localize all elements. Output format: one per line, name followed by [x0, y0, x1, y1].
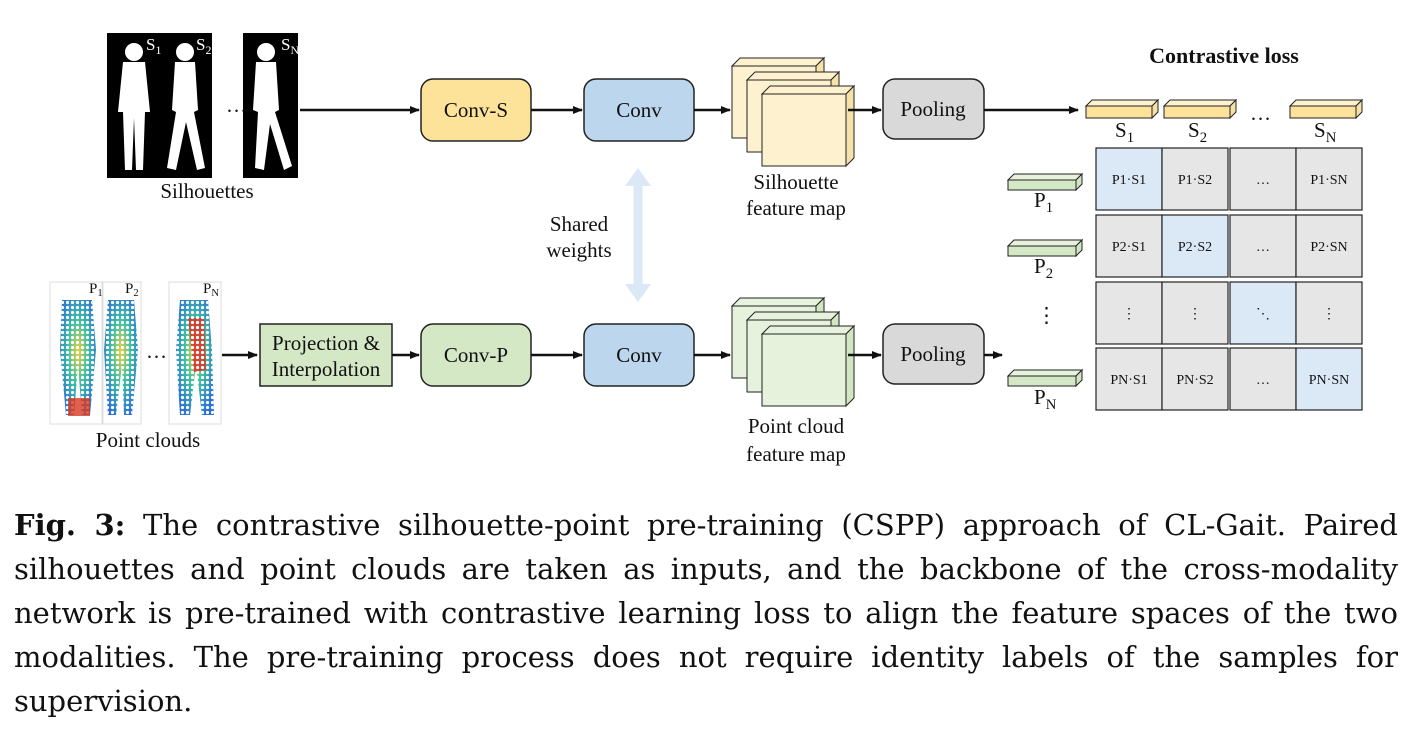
- matrix-cell: [1295, 281, 1363, 345]
- p-vector-n: [1006, 368, 1084, 388]
- matrix-cell: [1161, 214, 1229, 278]
- caption-text: The contrastive silhouette-point pre-tra…: [14, 508, 1398, 718]
- silhouette-ellipsis: …: [226, 93, 247, 117]
- caption-label: Fig. 3:: [14, 508, 126, 542]
- matrix-cell-label: P1·SN: [1310, 173, 1347, 188]
- matrix-cell: [1161, 147, 1229, 211]
- matrix-cell-label: ⋮: [1122, 307, 1136, 322]
- s-vector-1: [1084, 98, 1160, 120]
- matrix-cell-label: …: [1256, 173, 1270, 188]
- matrix-cell-label: PN·S2: [1176, 373, 1213, 388]
- point-cloud-ellipsis: …: [146, 339, 167, 363]
- silhouette-feature-map-label-1: Silhouette: [753, 170, 838, 194]
- matrix-cell: [1161, 347, 1229, 411]
- point-cloud-tag-2: P2: [125, 281, 139, 299]
- s-label-1: S1: [1115, 118, 1134, 146]
- contrastive-loss-title: Contrastive loss: [1149, 43, 1299, 68]
- matrix-cell-label: …: [1256, 373, 1270, 388]
- matrix-cell: [1229, 281, 1297, 345]
- p-vector-1: [1006, 172, 1084, 192]
- conv-p-label: Conv-P: [444, 343, 508, 367]
- pooling-label-top: Pooling: [900, 97, 966, 121]
- p-vectors-vdots: ⋮: [1036, 303, 1057, 327]
- conv-label-top: Conv: [616, 98, 662, 122]
- matrix-cell: [1095, 347, 1163, 411]
- matrix-cell-label: P2·S1: [1112, 240, 1146, 255]
- shared-weights-label-1: Shared: [550, 212, 609, 236]
- p-label-1: P1: [1034, 188, 1053, 216]
- point-cloud-feature-map-label-1: Point cloud: [748, 414, 845, 438]
- matrix-cell: [1095, 147, 1163, 211]
- s-vectors-ellipsis: …: [1250, 101, 1271, 125]
- point-cloud-tag-1: P1: [89, 281, 103, 299]
- matrix-cell: [1229, 147, 1297, 211]
- matrix-cell-label: P2·S2: [1178, 240, 1212, 255]
- point-cloud-feature-map-label-2: feature map: [746, 442, 846, 466]
- point-clouds-label: Point clouds: [96, 428, 200, 452]
- point-cloud-feature-map: [730, 296, 856, 408]
- matrix-cell: [1295, 214, 1363, 278]
- s-label-2: S2: [1188, 118, 1207, 146]
- p-label-2: P2: [1034, 254, 1053, 282]
- point-cloud-frame-n: [168, 281, 222, 425]
- point-cloud-tag-n: PN: [203, 281, 219, 299]
- matrix-cell: [1229, 214, 1297, 278]
- s-vector-2: [1162, 98, 1238, 120]
- silhouette-feature-map: [730, 56, 856, 168]
- matrix-cell: [1095, 281, 1163, 345]
- matrix-cell: [1161, 281, 1229, 345]
- silhouette-frame-2: [161, 33, 212, 178]
- silhouette-tag-n: SN: [281, 35, 299, 57]
- cspp-diagram: … S1 S2 SN Silhouettes … P1 P2 PN Point …: [49, 33, 1364, 466]
- matrix-cell: [1295, 347, 1363, 411]
- conv-s-label: Conv-S: [444, 98, 508, 122]
- shared-weights-label-2: weights: [546, 238, 611, 262]
- silhouette-frame-n: [243, 33, 298, 178]
- matrix-cell: [1095, 214, 1163, 278]
- conv-label-bottom: Conv: [616, 343, 662, 367]
- matrix-cell-label: ⋮: [1188, 307, 1202, 322]
- pooling-label-bottom: Pooling: [900, 342, 966, 366]
- p-vector-2: [1006, 238, 1084, 258]
- shared-weights-arrow: [625, 168, 651, 302]
- matrix-cell-label: ⋮: [1322, 307, 1336, 322]
- s-label-n: SN: [1314, 118, 1337, 146]
- point-cloud-frame-1: [49, 281, 103, 425]
- matrix-cell-label: …: [1256, 240, 1270, 255]
- matrix-cell-label: ⋱: [1256, 307, 1270, 322]
- matrix-cell-label: P1·S1: [1112, 173, 1146, 188]
- projection-label-1: Projection &: [272, 331, 380, 355]
- matrix-cell-label: P2·SN: [1310, 240, 1347, 255]
- silhouette-tag-1: S1: [146, 35, 161, 57]
- matrix-cell-label: PN·SN: [1309, 373, 1349, 388]
- silhouettes-label: Silhouettes: [160, 179, 253, 203]
- point-cloud-frame-2: [102, 281, 142, 425]
- similarity-matrix: P1·S1 P1·S2 … P1·SN P2·S1 P2·S2 … P2·SN ⋮ ⋮ ⋱ ⋮ PN·S…: [1095, 147, 1363, 411]
- figure-caption: Fig. 3: The contrastive silhouette-point…: [14, 503, 1398, 723]
- matrix-cell-label: P1·S2: [1178, 173, 1212, 188]
- matrix-cell: [1229, 347, 1297, 411]
- silhouette-feature-map-label-2: feature map: [746, 196, 846, 220]
- p-label-n: PN: [1034, 385, 1057, 413]
- projection-label-2: Interpolation: [272, 357, 381, 381]
- s-vector-n: [1288, 98, 1364, 120]
- matrix-cell: [1295, 147, 1363, 211]
- silhouette-frame-1: [107, 33, 161, 178]
- silhouette-tag-2: S2: [196, 35, 211, 57]
- matrix-cell-label: PN·S1: [1110, 373, 1147, 388]
